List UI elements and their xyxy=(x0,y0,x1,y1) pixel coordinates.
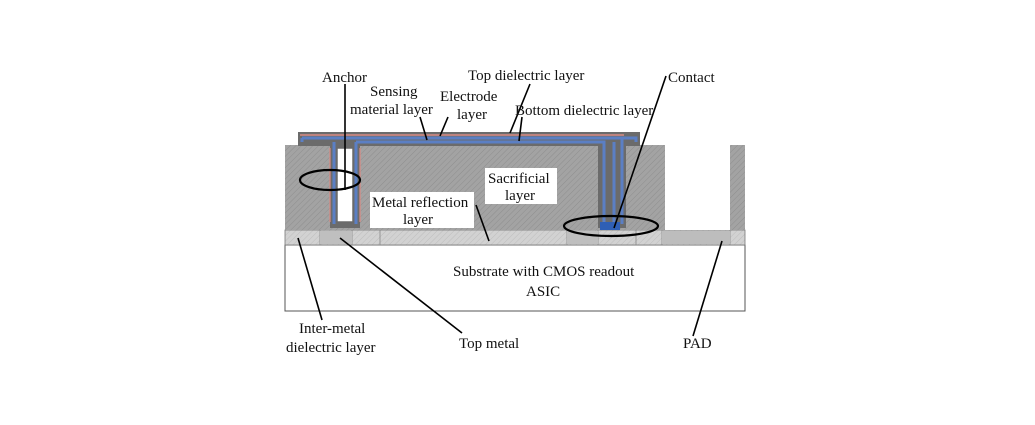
sacrificial-label-line1: Sacrificial xyxy=(488,171,550,187)
top-dielectric-label: Top dielectric layer xyxy=(468,68,584,84)
electrode-label-line1: Electrode xyxy=(440,89,498,105)
electrode-label-line2: layer xyxy=(457,107,487,123)
sensing-label-line2: material layer xyxy=(350,102,433,118)
substrate-block xyxy=(284,244,746,312)
pad-label: PAD xyxy=(683,336,712,352)
contact-label: Contact xyxy=(668,70,715,86)
metal-reflection-label-box xyxy=(370,192,474,228)
contact-ellipse xyxy=(562,214,660,238)
anchor-ellipse xyxy=(298,168,362,192)
pad-opening xyxy=(665,145,730,230)
inter-metal-label-line1: Inter-metal xyxy=(299,321,365,337)
sacrificial-label-line2: layer xyxy=(505,188,535,204)
sensing-label-line1: Sensing xyxy=(370,84,418,100)
substrate-label-line1: Substrate with CMOS readout xyxy=(453,264,635,280)
top-metal-label: Top metal xyxy=(459,336,519,352)
bottom-dielectric-label: Bottom dielectric layer xyxy=(515,103,653,119)
top-metal-pads xyxy=(320,231,730,244)
metal-reflection-label-line2: layer xyxy=(403,212,433,228)
metal-reflection-label-line1: Metal reflection xyxy=(372,195,469,211)
substrate-label-line2: ASIC xyxy=(526,284,560,300)
leader-lines xyxy=(297,75,723,337)
inter-metal-label-line2: dielectric layer xyxy=(286,340,376,356)
sacrificial-label-box xyxy=(485,168,557,204)
anchor-label: Anchor xyxy=(322,70,367,86)
